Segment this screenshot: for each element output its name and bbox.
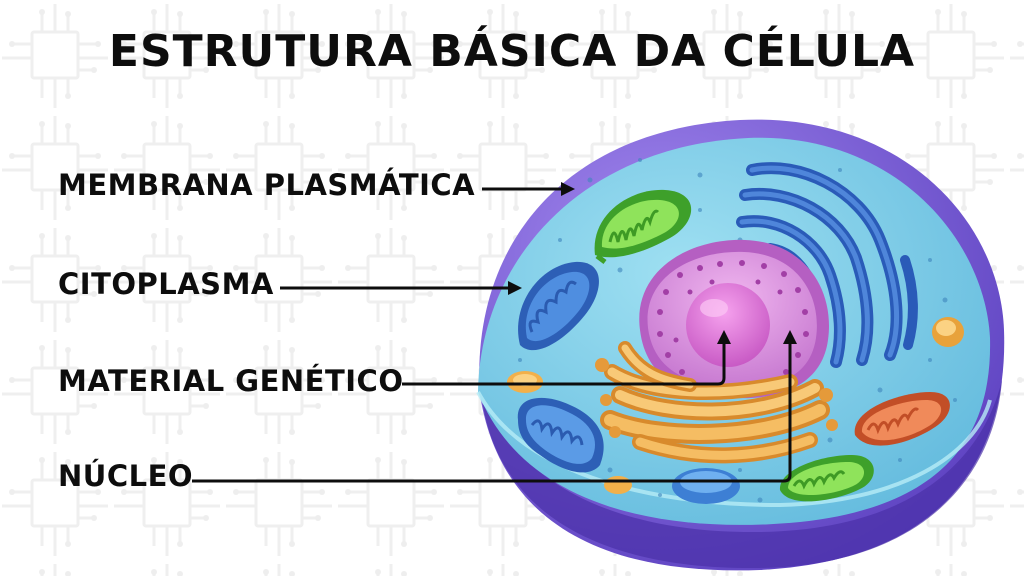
- vesicle-bottom: [604, 476, 632, 494]
- nucleolus: [686, 283, 770, 367]
